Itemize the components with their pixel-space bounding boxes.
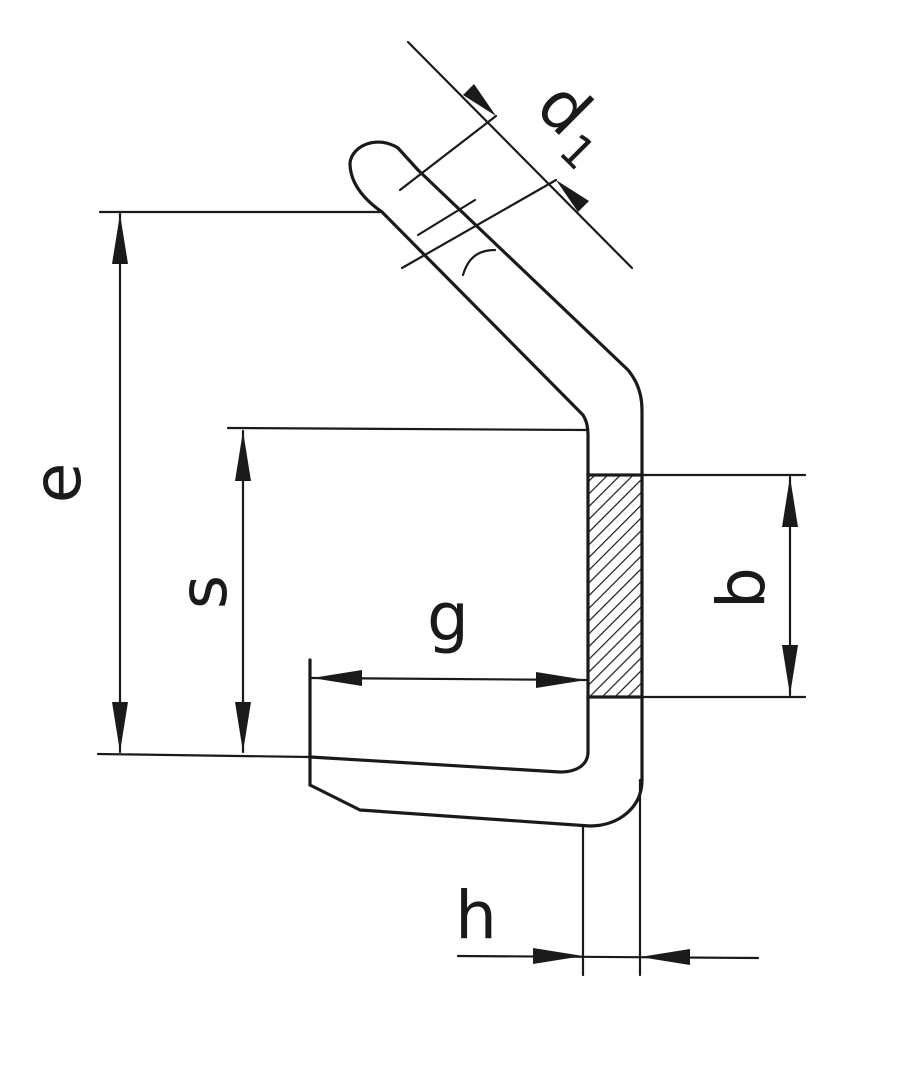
arm-inner-edge <box>380 210 590 437</box>
arrow-s-top <box>235 431 251 481</box>
arm-outer-edge <box>416 168 644 412</box>
label-s: s <box>165 575 242 609</box>
arrow-b-bottom <box>782 645 798 695</box>
dim-line-h <box>456 954 760 960</box>
arrow-d1-upper <box>463 84 496 116</box>
label-g: g <box>427 579 469 656</box>
arrow-g-right <box>536 672 586 688</box>
label-h: h <box>455 877 497 954</box>
arrow-e-top <box>112 214 128 264</box>
bracket-outline <box>308 140 644 828</box>
hatched-section <box>586 473 644 699</box>
ext-line-d1-lower <box>400 178 558 270</box>
ext-line-s-top <box>226 426 588 432</box>
ext-line-bottom <box>96 752 312 759</box>
thread-end-line <box>461 248 497 277</box>
ext-line-d1-mid <box>416 198 477 237</box>
arrow-e-bottom <box>112 702 128 752</box>
dim-line-d1 <box>406 40 634 270</box>
arrow-g-left <box>312 670 362 686</box>
arrow-h-left <box>533 948 583 964</box>
arrow-d1-lower <box>556 180 589 212</box>
arrow-h-right <box>640 949 690 965</box>
label-e: e <box>19 463 96 504</box>
hook-outer-edge <box>308 778 644 828</box>
arrow-b-top <box>782 477 798 527</box>
arm-tip <box>348 140 420 214</box>
arrow-s-bottom <box>235 702 251 752</box>
dimension-labels: e s g b h d 1 <box>19 66 780 954</box>
ext-line-d1-upper <box>398 114 498 192</box>
hook-inner-edge <box>308 750 590 774</box>
dimension-lines <box>112 40 798 965</box>
label-b: b <box>703 567 780 609</box>
label-d1: d 1 <box>522 66 606 180</box>
extension-lines <box>96 114 807 977</box>
